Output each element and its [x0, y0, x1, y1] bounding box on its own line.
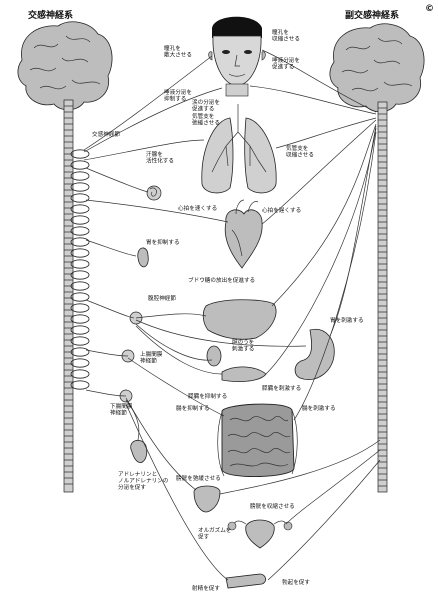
ganglion-loop	[71, 227, 89, 235]
ganglion-loop	[71, 205, 89, 213]
eye-left-label: 瞳孔を散大させる	[164, 44, 192, 59]
pancreas-stimulate-label: 膵臓を刺激する	[262, 384, 301, 392]
liver	[203, 300, 276, 340]
saliva-stimulate-label: 唾液分泌を促進する	[272, 56, 300, 71]
salivary-gland	[147, 186, 161, 200]
heart	[225, 200, 262, 268]
airway-relax-label: 気管支を弛緩させる	[192, 112, 220, 127]
pancreas-inhibit-label: 膵臓を抑制する	[188, 392, 227, 400]
intestine-inhibit-label: 腸を抑制する	[176, 404, 210, 412]
ganglion-loop	[71, 337, 89, 345]
bladder	[194, 486, 220, 512]
ganglion-loop	[71, 326, 89, 334]
penis	[226, 574, 266, 588]
glucose-label: ブドウ糖の放出を促進する	[188, 276, 255, 284]
right-brain	[330, 24, 424, 112]
uterus	[228, 520, 292, 548]
heart-slower-label: 心拍を遅くする	[262, 206, 301, 214]
erection-label: 勃起を促す	[282, 578, 310, 586]
gallbladder	[207, 346, 221, 366]
ganglion-loop	[71, 238, 89, 246]
ganglion-loop	[71, 315, 89, 323]
sympathetic-chain	[71, 150, 142, 402]
intestines	[218, 404, 298, 477]
bladder-relax-label: 膀胱を弛緩させる	[176, 474, 221, 482]
ganglion-loop	[71, 249, 89, 257]
bladder-contract-label: 膀胱を収縮させる	[250, 502, 295, 510]
heart-faster-label: 心拍を速くする	[178, 204, 217, 212]
stomach-stimulate-label: 胃を刺激する	[330, 316, 364, 324]
ganglion-loop	[71, 381, 89, 389]
ganglion-loop	[71, 260, 89, 268]
ganglion-loop	[71, 183, 89, 191]
copyright-mark: ©	[425, 4, 434, 14]
sympathetic-title: 交感神経系	[28, 9, 73, 21]
stomach-inhibit-label: 胃を抑制する	[146, 238, 180, 246]
ganglion-loop	[71, 370, 89, 378]
ganglion-loop	[71, 194, 89, 202]
ganglion-loop	[71, 282, 89, 290]
ganglion-loop	[71, 348, 89, 356]
orgasm-label: オルガズムを促す	[198, 526, 231, 541]
ganglion-loop	[71, 359, 89, 367]
ganglion-loop	[71, 304, 89, 312]
right-spinal-cord	[378, 102, 387, 492]
gallbladder-label: 胆のうを刺激する	[232, 339, 254, 353]
eye-right-label: 瞳孔を収縮させる	[272, 28, 300, 43]
sweat-gland	[138, 248, 148, 267]
left-brain	[18, 22, 112, 110]
ejaculation-label: 射精を促す	[192, 584, 220, 592]
parasympathetic-title: 副交感神経系	[345, 9, 399, 21]
ganglion-loop	[71, 216, 89, 224]
ganglion-loop	[71, 172, 89, 180]
human-face	[209, 17, 266, 96]
lower-mesenteric-label: 下腸間膜神経節	[110, 402, 133, 417]
adrenal-label: アドレナリンとノルアドレナリンの分泌を促す	[118, 471, 169, 491]
sweat-label: 汗腺を活性化する	[146, 150, 174, 165]
celiac-ganglion-label: 腹腔神経節	[148, 294, 176, 302]
pancreas	[222, 367, 266, 382]
intestine-stimulate-label: 腸を刺激する	[302, 404, 336, 412]
ganglion-loop	[71, 271, 89, 279]
stomach	[295, 329, 334, 379]
sympathetic-ganglion-label: 交感神経節	[92, 130, 120, 138]
tear-stimulate-label: 涙の分泌を促進する	[192, 98, 220, 113]
upper-mesenteric-label: 上腸間膜神経節	[140, 350, 163, 365]
airway-constrict-label: 気管支を収縮させる	[286, 144, 314, 159]
